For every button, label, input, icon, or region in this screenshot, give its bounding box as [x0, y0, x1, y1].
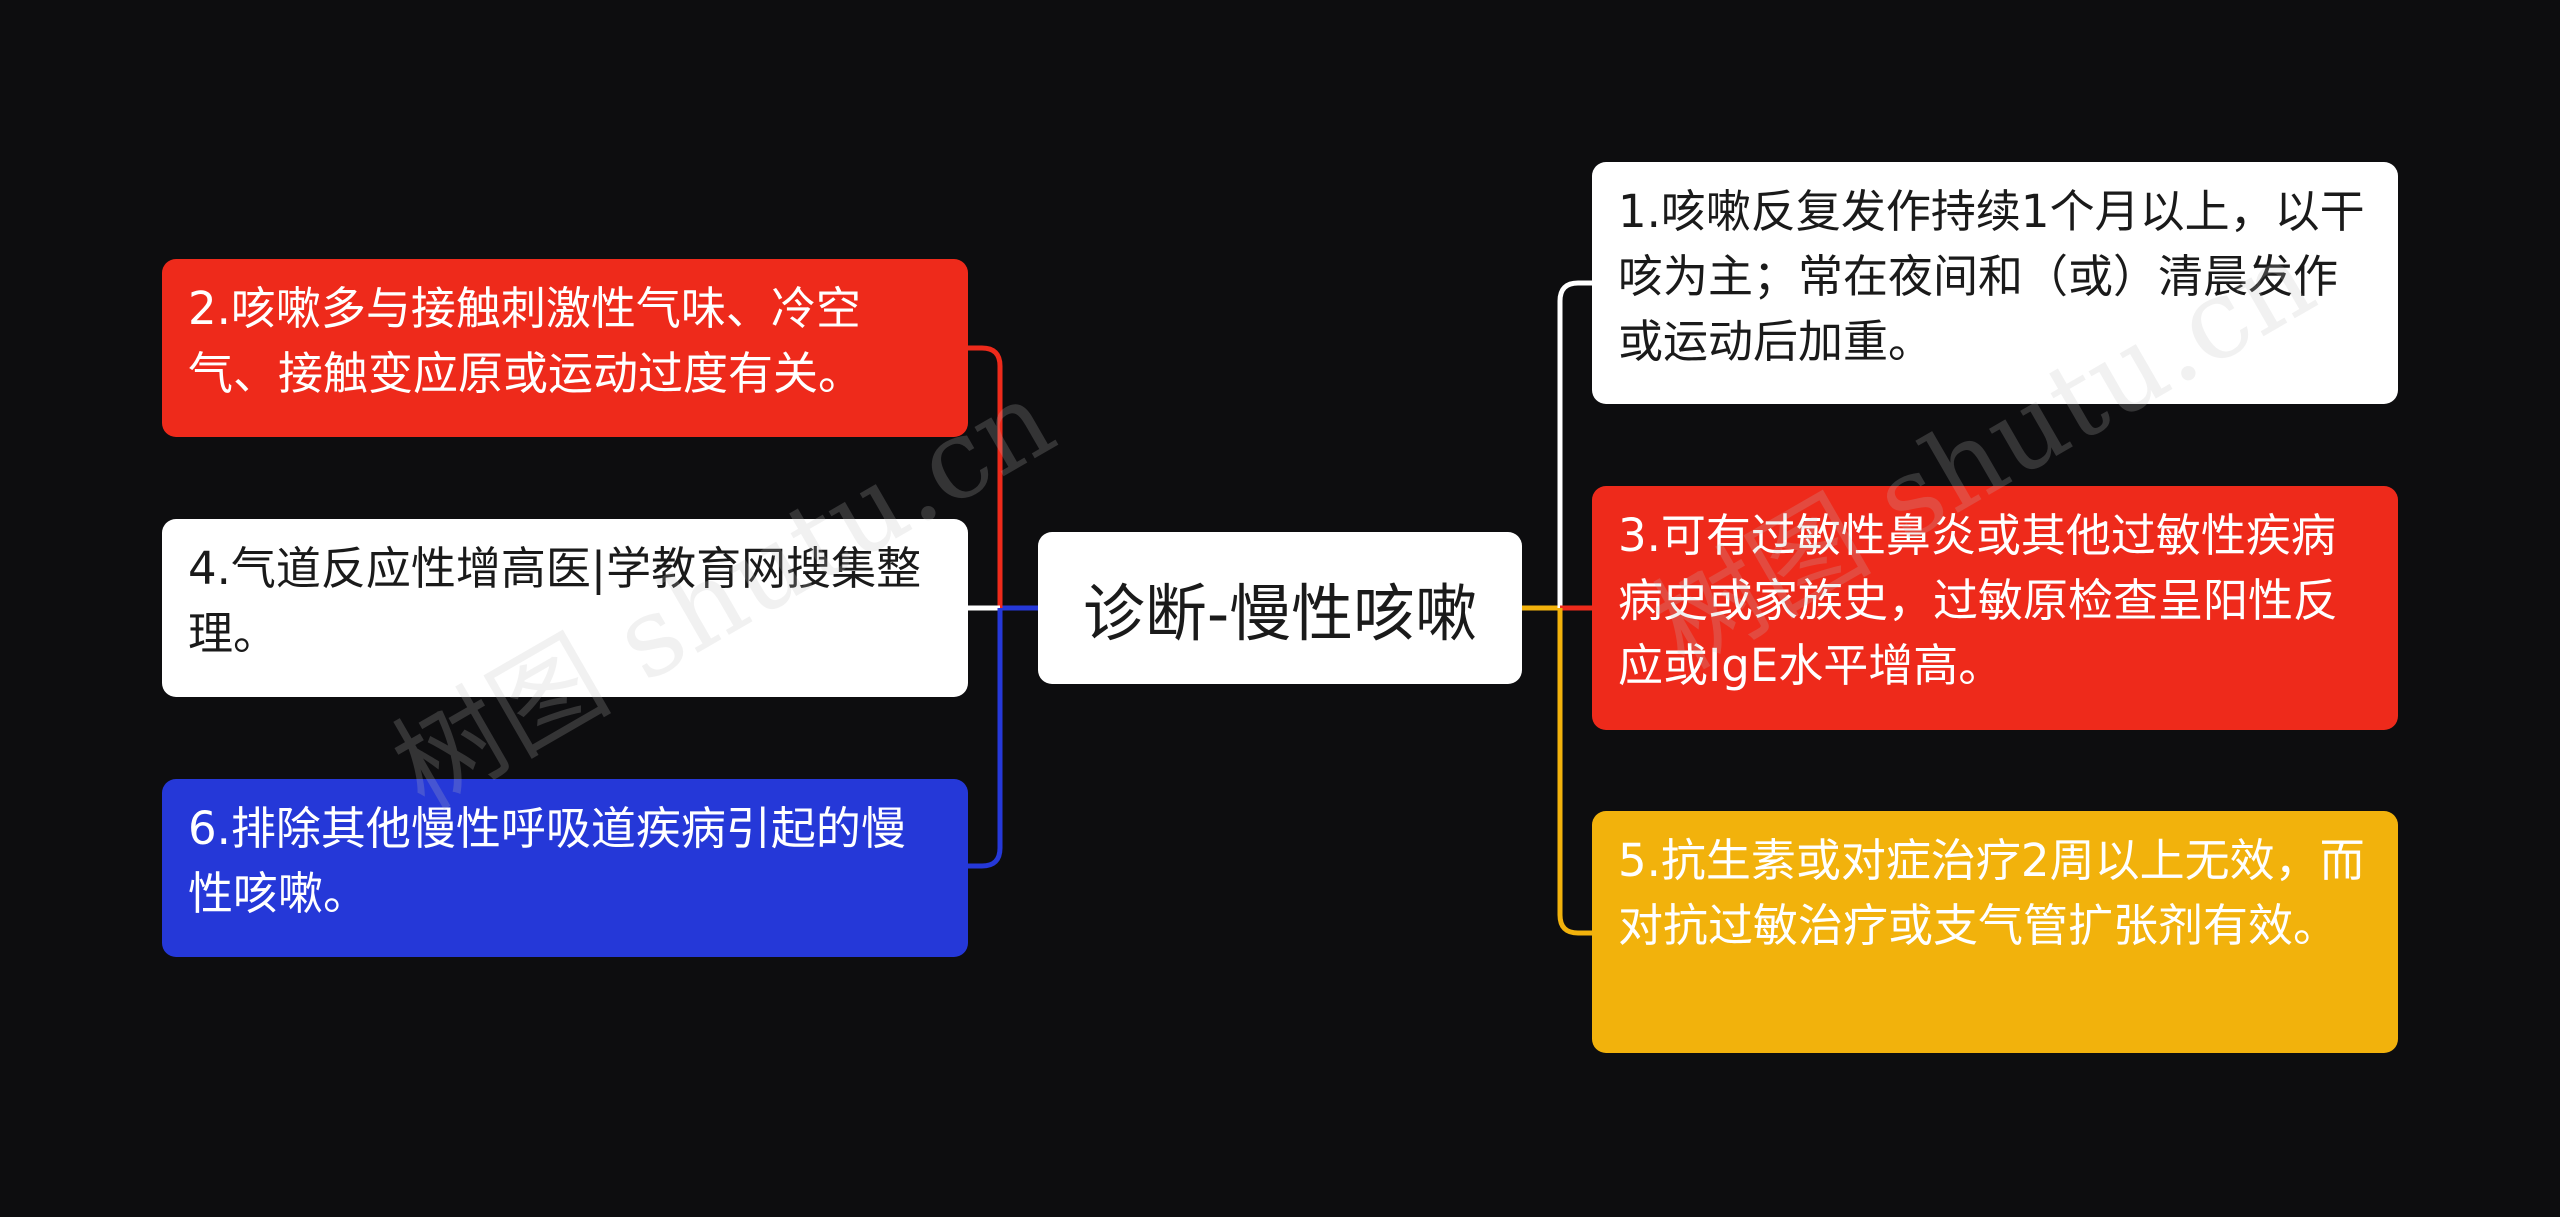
branch-node-5[interactable]: 5.抗生素或对症治疗2周以上无效，而对抗过敏治疗或支气管扩张剂有效。	[1592, 811, 2398, 1053]
connector-left-node-6	[968, 608, 1003, 869]
root-node[interactable]: 诊断-慢性咳嗽	[1038, 532, 1522, 684]
connector-right-node-1	[1557, 280, 1592, 608]
branch-node-4[interactable]: 4.气道反应性增高医|学教育网搜集整理。	[162, 519, 968, 697]
branch-node-2[interactable]: 2.咳嗽多与接触刺激性气味、冷空气、接触变应原或运动过度有关。	[162, 259, 968, 437]
branch-node-3[interactable]: 3.可有过敏性鼻炎或其他过敏性疾病病史或家族史，过敏原检查呈阳性反应或IgE水平…	[1592, 486, 2398, 730]
connector-left-node-2	[968, 345, 1003, 608]
branch-node-6[interactable]: 6.排除其他慢性呼吸道疾病引起的慢性咳嗽。	[162, 779, 968, 957]
connector-right-node-5	[1557, 608, 1592, 936]
branch-node-1[interactable]: 1.咳嗽反复发作持续1个月以上，以干咳为主；常在夜间和（或）清晨发作或运动后加重…	[1592, 162, 2398, 404]
